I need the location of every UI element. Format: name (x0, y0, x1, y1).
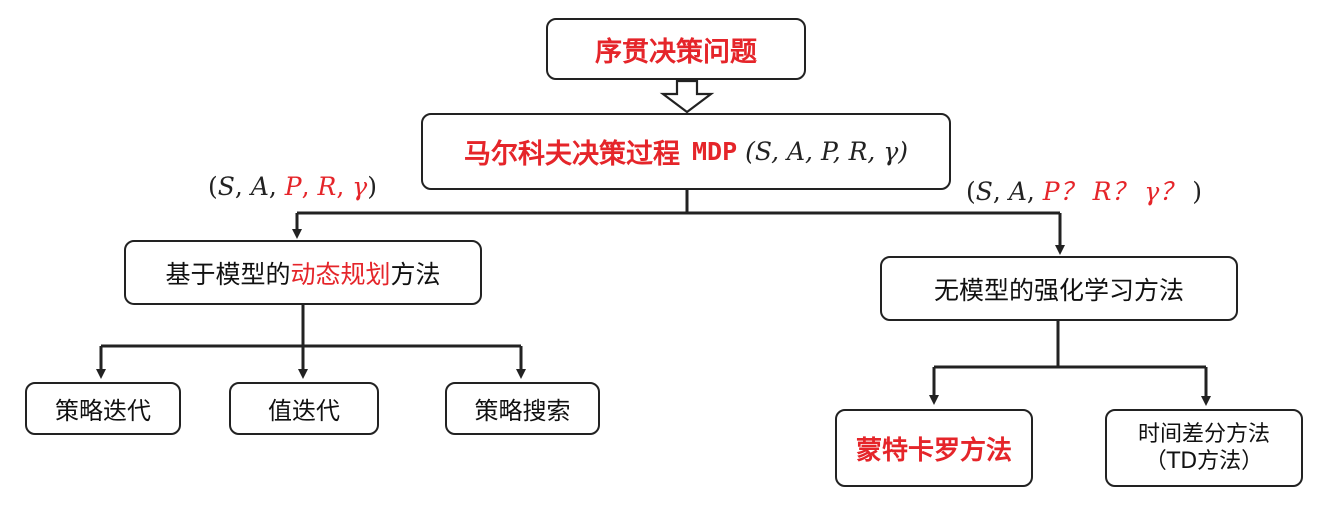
model-free-branch-lines (929, 321, 1211, 406)
policy-search-label: 策略搜索 (474, 397, 571, 425)
policy-search-node: 策略搜索 (445, 382, 600, 435)
value-iteration-label: 值迭代 (268, 397, 340, 425)
paren-open: ( (208, 172, 218, 201)
model-based-suffix: 方法 (390, 259, 441, 289)
paren-open: ( (966, 177, 976, 206)
paren-close: ) (367, 172, 377, 201)
value-iteration-node: 值迭代 (229, 382, 379, 435)
symbol-s: S (975, 177, 993, 206)
symbol-a: A (250, 172, 269, 201)
symbol-p-unknown: P？ (1042, 177, 1085, 206)
mdp-label: 马尔科夫决策过程 (463, 139, 680, 170)
paren-close: ) (1192, 177, 1203, 206)
td-label-line1: 时间差分方法 (1137, 421, 1270, 447)
root-node-sequential-decision: 序贯决策问题 (546, 18, 806, 80)
mdp-abbr: MDP (691, 137, 738, 166)
annotation-model-known: (S, A, P, R, γ) (208, 172, 377, 201)
hollow-arrow (659, 79, 715, 114)
model-free-label: 无模型的强化学习方法 (933, 275, 1184, 305)
symbol-r-unknown: R？ (1092, 177, 1137, 206)
annotation-model-unknown: (S, A, P？ R？ γ？ ) (966, 177, 1203, 206)
td-label-line2: （TD方法） (1144, 449, 1264, 474)
symbol-s: S (217, 172, 235, 201)
policy-iteration-label: 策略迭代 (55, 397, 151, 425)
model-based-highlight: 动态规划 (290, 259, 391, 289)
model-based-branch-lines (96, 305, 526, 379)
mdp-tuple: (S, A, P, R, γ) (745, 137, 909, 166)
symbol-gamma-unknown: γ？ (1144, 177, 1185, 206)
monte-carlo-node: 蒙特卡罗方法 (835, 409, 1033, 487)
symbol-gamma: γ (352, 172, 368, 201)
td-node: 时间差分方法 （TD方法） (1105, 409, 1303, 487)
model-based-node: 基于模型的动态规划方法 (124, 240, 482, 305)
policy-iteration-node: 策略迭代 (25, 382, 181, 435)
symbol-r: R (317, 172, 337, 201)
mdp-node: 马尔科夫决策过程 MDP (S, A, P, R, γ) (421, 113, 951, 190)
symbol-a: A (1008, 177, 1027, 206)
root-label: 序贯决策问题 (595, 36, 757, 68)
symbol-p: P (284, 172, 302, 201)
monte-carlo-label: 蒙特卡罗方法 (855, 435, 1012, 466)
mdp-branch-lines (292, 190, 1065, 255)
model-based-prefix: 基于模型的 (165, 259, 291, 289)
model-free-node: 无模型的强化学习方法 (880, 256, 1238, 321)
